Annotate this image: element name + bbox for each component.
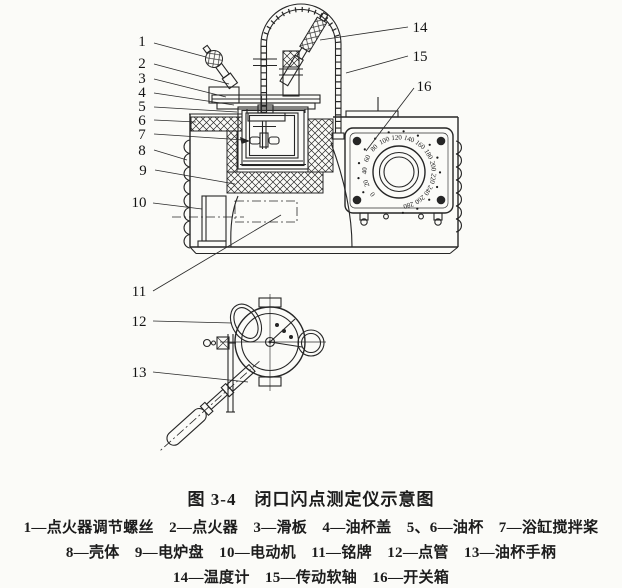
thermometer-socket (279, 50, 303, 97)
base (189, 246, 459, 255)
callout-11: 11 (132, 284, 146, 300)
dial-tick-dot (436, 156, 439, 159)
dial-knob[interactable] (372, 145, 426, 199)
callout-3: 3 (138, 71, 146, 87)
cup-handle (159, 361, 260, 452)
callout-6: 6 (138, 113, 146, 129)
dial-tick-dot (436, 185, 439, 189)
dial-tick-dot (416, 207, 419, 210)
callout-12: 12 (132, 314, 147, 330)
stirrer-paddle (249, 121, 280, 149)
down-tube (226, 334, 235, 413)
lid-ring (297, 329, 325, 357)
cup-lid-assembly (208, 86, 321, 122)
dial-number: 120 (391, 133, 403, 142)
dial-number: 200 (428, 160, 438, 172)
dial-number: 260 (413, 193, 427, 206)
ignition-tube-loop (229, 303, 263, 343)
dial-tick-dot (401, 211, 404, 214)
dial-number: 220 (428, 173, 438, 185)
dial-tick-dot (357, 177, 360, 180)
dial-number: 0 (368, 190, 377, 198)
callout-9: 9 (139, 163, 147, 179)
caption-line-1: 1—点火器调节螺丝 2—点火器 3—滑板 4—油杯盖 5、6—油杯 7—浴缸搅拌… (23, 520, 599, 536)
callout-1: 1 (138, 34, 146, 50)
dial-tick-dot (428, 143, 431, 146)
dial-number: 100 (378, 135, 391, 147)
callout-15: 15 (413, 49, 428, 65)
callout-4: 4 (138, 85, 146, 101)
callout-7: 7 (138, 127, 146, 143)
caption: 图 3-4 闭口闪点测定仪示意图 1—点火器调节螺丝 2—点火器 3—滑板 4—… (0, 485, 622, 588)
lid-pivot-screw (202, 336, 236, 350)
dial-tick-dot (402, 130, 405, 133)
dial-number: 20 (361, 178, 371, 188)
caption-line-2: 8—壳体 9—电炉盘 10—电动机 11—铭牌 12—点管 13—油杯手柄 (65, 545, 557, 561)
dial-tick-dot (387, 131, 390, 134)
dial-number: 80 (369, 142, 380, 153)
callout-13: 13 (132, 365, 147, 381)
dial-tick-dot (363, 148, 366, 151)
callout-5: 5 (138, 99, 146, 115)
callout-14: 14 (413, 20, 429, 36)
dial-tick-dot (428, 198, 431, 201)
callout-10: 10 (132, 195, 147, 211)
dial-tick-dot (357, 162, 361, 165)
top-view (159, 294, 326, 452)
dial-tick-dot (438, 171, 442, 174)
dial-number: 280 (402, 200, 415, 211)
dial-number: 140 (403, 134, 416, 145)
oil-cup (237, 106, 309, 170)
callout-8: 8 (138, 143, 146, 159)
shell-left-fins (183, 114, 191, 249)
callout-2: 2 (138, 56, 146, 72)
dial-tick-dot (362, 191, 365, 194)
dial-number: 40 (360, 167, 368, 175)
callouts: 1 2 3 4 5 6 7 8 9 10 11 12 13 14 15 16 (132, 20, 433, 383)
motor (172, 195, 244, 248)
switch-box (330, 97, 462, 248)
dial-tick-dot (416, 134, 419, 137)
lid-shutter-detail (264, 318, 303, 348)
dial-number: 60 (362, 153, 372, 163)
front-casting-curve (230, 195, 239, 248)
callout-16: 16 (417, 79, 433, 95)
caption-line-3: 14—温度计 15—传动软轴 16—开关箱 (172, 570, 450, 586)
igniter-assembly (202, 44, 239, 90)
insulation-hatch (190, 116, 334, 194)
dial-number: 180 (422, 148, 435, 162)
figure-title: 图 3-4 闭口闪点测定仪示意图 (187, 490, 435, 509)
leader-arrowhead (240, 137, 250, 144)
nameplate (234, 200, 298, 223)
